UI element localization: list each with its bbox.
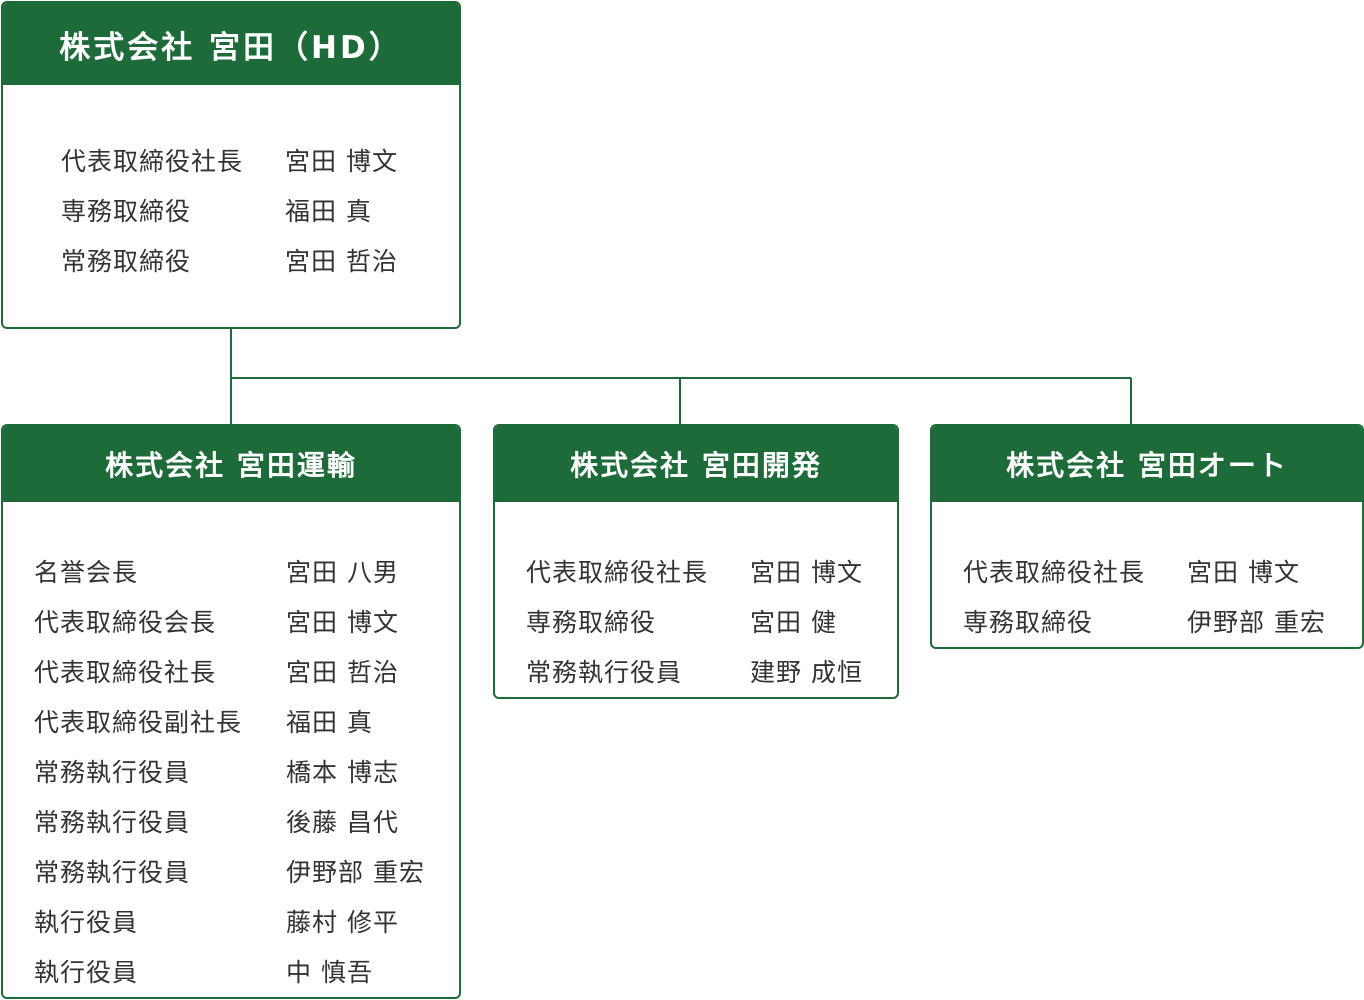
officer-role: 代表取締役副社長 xyxy=(34,708,243,737)
officer-role: 代表取締役社長 xyxy=(526,558,709,587)
officer-row: 専務取締役 宮田 健 xyxy=(526,596,897,646)
officer-row: 代表取締役社長 宮田 博文 xyxy=(61,135,459,185)
company-box-kaihatsu: 株式会社 宮田開発 代表取締役社長 宮田 博文 専務取締役 宮田 健 常務執行役… xyxy=(493,424,899,699)
officer-name: 橋本 博志 xyxy=(286,758,399,787)
officer-row: 名誉会長 宮田 八男 xyxy=(34,546,459,596)
officer-name: 宮田 博文 xyxy=(750,558,863,587)
officer-name: 建野 成恒 xyxy=(750,658,863,687)
officer-role: 専務取締役 xyxy=(526,608,657,637)
officer-row: 常務執行役員 橋本 博志 xyxy=(34,746,459,796)
officer-role: 常務執行役員 xyxy=(34,858,191,887)
officer-name: 宮田 八男 xyxy=(286,558,399,587)
officer-name: 伊野部 重宏 xyxy=(286,858,425,887)
officer-role: 常務執行役員 xyxy=(34,808,191,837)
officer-role: 名誉会長 xyxy=(34,558,139,587)
officer-row: 執行役員 藤村 修平 xyxy=(34,896,459,946)
officer-list-hd: 代表取締役社長 宮田 博文 専務取締役 福田 真 常務取締役 宮田 哲治 xyxy=(3,3,459,285)
officer-list-kaihatsu: 代表取締役社長 宮田 博文 専務取締役 宮田 健 常務執行役員 建野 成恒 xyxy=(495,426,897,696)
officer-name: 宮田 健 xyxy=(750,608,837,637)
officer-role: 執行役員 xyxy=(34,908,139,937)
officer-name: 宮田 博文 xyxy=(286,608,399,637)
officer-name: 宮田 哲治 xyxy=(285,247,398,276)
officer-role: 専務取締役 xyxy=(61,197,192,226)
officer-row: 専務取締役 伊野部 重宏 xyxy=(963,596,1362,646)
officer-name: 宮田 博文 xyxy=(1187,558,1300,587)
officer-role: 専務取締役 xyxy=(963,608,1094,637)
officer-row: 代表取締役社長 宮田 哲治 xyxy=(34,646,459,696)
officer-role: 常務執行役員 xyxy=(34,758,191,787)
officer-row: 代表取締役会長 宮田 博文 xyxy=(34,596,459,646)
officer-name: 後藤 昌代 xyxy=(286,808,399,837)
officer-role: 代表取締役会長 xyxy=(34,608,217,637)
officer-role: 代表取締役社長 xyxy=(963,558,1146,587)
officer-name: 宮田 博文 xyxy=(285,147,398,176)
company-box-hd: 株式会社 宮田（HD） 代表取締役社長 宮田 博文 専務取締役 福田 真 常務取… xyxy=(1,1,461,329)
officer-role: 常務執行役員 xyxy=(526,658,683,687)
company-name-kaihatsu: 株式会社 宮田開発 xyxy=(495,426,897,502)
officer-name: 伊野部 重宏 xyxy=(1187,608,1326,637)
officer-role: 代表取締役社長 xyxy=(34,658,217,687)
company-box-auto: 株式会社 宮田オート 代表取締役社長 宮田 博文 専務取締役 伊野部 重宏 xyxy=(930,424,1364,649)
officer-list-unyu: 名誉会長 宮田 八男 代表取締役会長 宮田 博文 代表取締役社長 宮田 哲治 代… xyxy=(3,426,459,996)
officer-row: 代表取締役社長 宮田 博文 xyxy=(963,546,1362,596)
officer-row: 専務取締役 福田 真 xyxy=(61,185,459,235)
officer-list-auto: 代表取締役社長 宮田 博文 専務取締役 伊野部 重宏 xyxy=(932,426,1362,646)
officer-name: 福田 真 xyxy=(286,708,373,737)
company-box-unyu: 株式会社 宮田運輸 名誉会長 宮田 八男 代表取締役会長 宮田 博文 代表取締役… xyxy=(1,424,461,999)
company-name-auto: 株式会社 宮田オート xyxy=(932,426,1362,502)
officer-role: 代表取締役社長 xyxy=(61,147,244,176)
officer-row: 代表取締役副社長 福田 真 xyxy=(34,696,459,746)
officer-row: 執行役員 中 慎吾 xyxy=(34,946,459,996)
company-name-hd: 株式会社 宮田（HD） xyxy=(3,3,459,85)
company-name-unyu: 株式会社 宮田運輸 xyxy=(3,426,459,502)
officer-name: 福田 真 xyxy=(285,197,372,226)
officer-row: 常務取締役 宮田 哲治 xyxy=(61,235,459,285)
officer-name: 中 慎吾 xyxy=(286,958,373,987)
officer-row: 常務執行役員 伊野部 重宏 xyxy=(34,846,459,896)
officer-role: 常務取締役 xyxy=(61,247,192,276)
officer-role: 執行役員 xyxy=(34,958,139,987)
officer-name: 宮田 哲治 xyxy=(286,658,399,687)
officer-row: 代表取締役社長 宮田 博文 xyxy=(526,546,897,596)
officer-row: 常務執行役員 建野 成恒 xyxy=(526,646,897,696)
officer-row: 常務執行役員 後藤 昌代 xyxy=(34,796,459,846)
officer-name: 藤村 修平 xyxy=(286,908,399,937)
